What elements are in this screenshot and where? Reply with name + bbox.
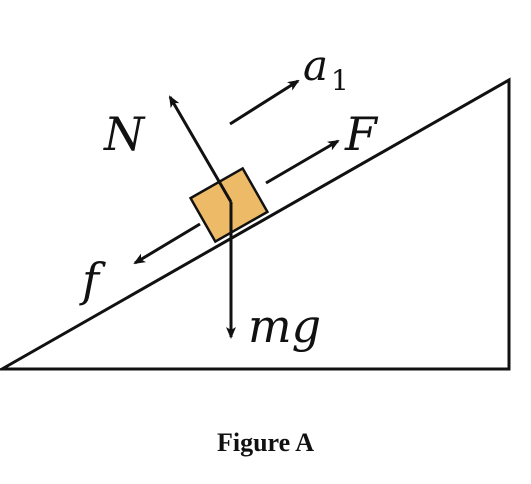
figure-caption: Figure A bbox=[216, 428, 315, 457]
normal-force-label: N bbox=[103, 107, 146, 161]
applied-force-label: F bbox=[344, 107, 379, 161]
normal-force-arrow bbox=[168, 95, 233, 203]
block bbox=[188, 166, 270, 244]
friction-force-label: f bbox=[79, 253, 106, 307]
friction-force-arrow bbox=[133, 222, 201, 265]
applied-force-arrow bbox=[265, 139, 340, 185]
acceleration-arrow bbox=[229, 79, 300, 126]
weight-label: mg bbox=[248, 299, 321, 353]
acceleration-label: a bbox=[303, 41, 328, 90]
acceleration-subscript: 1 bbox=[331, 64, 349, 97]
inclined-plane bbox=[0, 77, 511, 371]
